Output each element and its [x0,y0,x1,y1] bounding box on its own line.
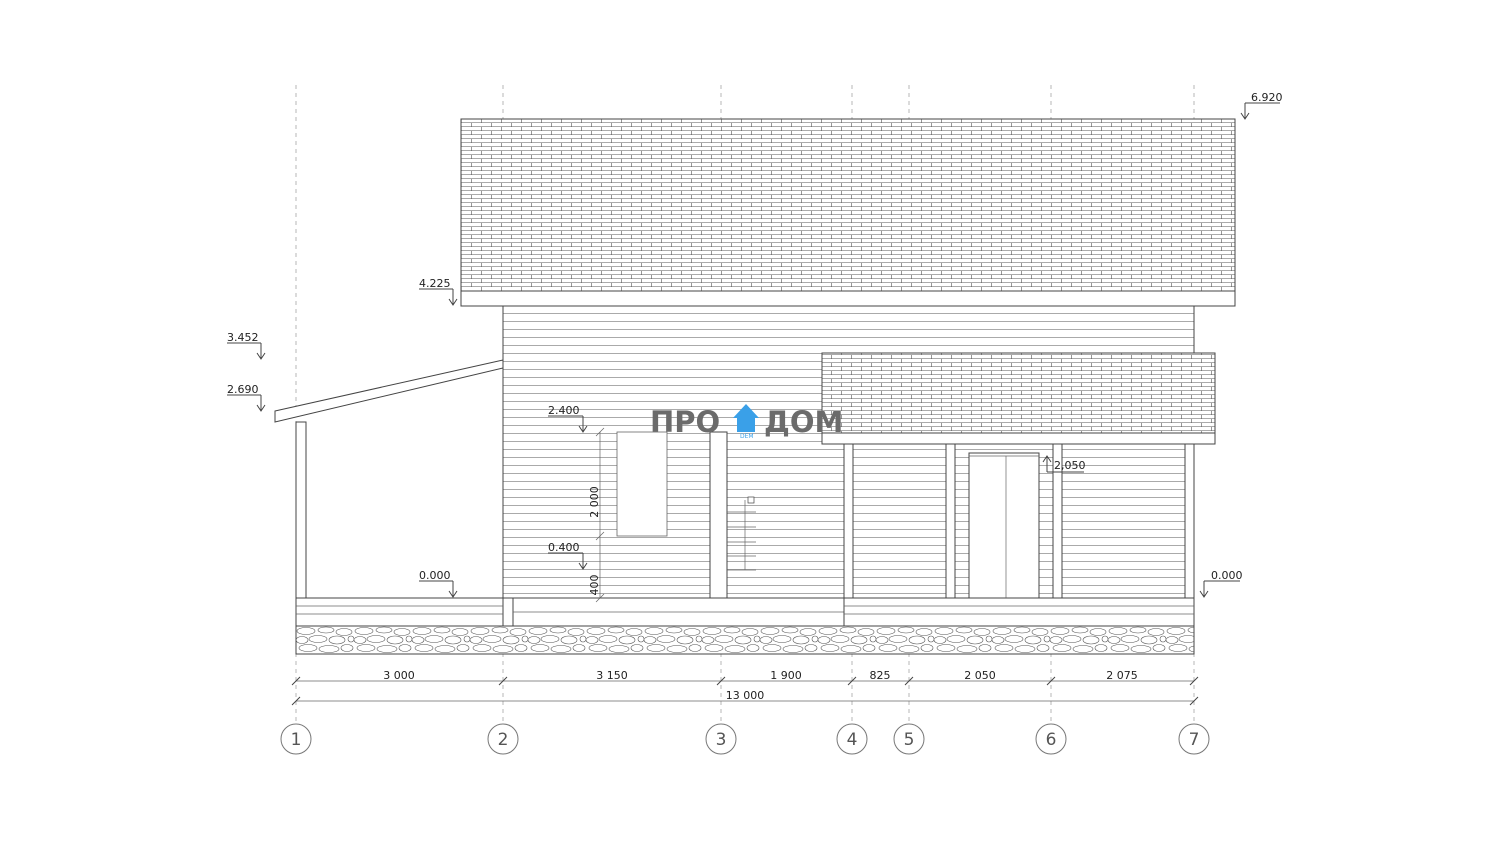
axis-label-6: 6 [1046,730,1057,750]
axis-label-1: 1 [291,730,302,750]
terrace-roof [821,352,1216,434]
logo-left-text: ПРО [650,405,720,439]
elevation-label-ground-right: 0.000 [1211,569,1243,582]
span-4-5: 825 [870,669,891,682]
logo-right-text: ДОМ [764,405,843,439]
span-3-4: 1 900 [770,669,802,682]
elevation-marker-roof-top: 6.920 [1240,91,1283,120]
left-canopy [274,359,504,599]
terrace-posts [843,443,1195,599]
dim-window-height: 2 000 [588,486,601,518]
elevation-label-porch-roof-eave: 2.690 [227,383,259,396]
span-2-3: 3 150 [596,669,628,682]
stair-door [709,431,756,599]
dim-sill-height: 400 [588,575,601,596]
elevation-label-door-top: 2,050 [1054,459,1086,472]
elevation-label-window-sill: 0.400 [548,541,580,554]
elevation-label-porch-roof-top: 3.452 [227,331,259,344]
span-overall: 13 000 [726,689,765,702]
vertical-dimension: 2 000 400 [588,427,605,603]
elevation-marker-window-top: 2.400 [548,404,588,433]
elevation-label-ground-left: 0.000 [419,569,451,582]
elevation-marker-door-top: 2,050 [1042,455,1086,473]
stone-foundation [295,625,1195,655]
axis-label-2: 2 [498,730,509,750]
span-dimensions: 3 000 3 150 1 900 825 2 050 2 075 13 000 [291,669,1199,706]
elevation-label-roof-top: 6.920 [1251,91,1283,104]
elevation-marker-ground-left: 0.000 [419,569,458,598]
elevation-marker-ground-right: 0.000 [1199,569,1243,598]
elevation-marker-eave-main: 4.225 [419,277,458,306]
base-band-left [295,597,504,627]
axis-label-4: 4 [847,730,858,750]
terrace-door [968,452,1040,599]
terrace-roof-fascia [821,432,1216,445]
axis-label-7: 7 [1189,730,1200,750]
axis-markers: 1 2 3 4 5 6 7 [280,723,1210,755]
axis-label-5: 5 [904,730,915,750]
span-1-2: 3 000 [383,669,415,682]
span-6-7: 2 075 [1106,669,1138,682]
axis-label-3: 3 [716,730,727,750]
elevation-marker-porch-roof-eave: 2.690 [227,383,266,412]
logo-sub-text: DEM [740,433,754,440]
window [616,431,668,537]
elevation-marker-window-sill: 0.400 [548,541,588,570]
elevation-marker-porch-roof-top: 3.452 [227,331,266,360]
logo: ПРО ДОМ DEM [650,404,843,440]
house-icon [733,404,759,432]
elevation-label-eave-main: 4.225 [419,277,451,290]
elevation-label-window-top: 2.400 [548,404,580,417]
main-roof-fascia [460,290,1236,307]
span-5-6: 2 050 [964,669,996,682]
base-band-right [843,597,1195,627]
main-roof [460,118,1236,292]
